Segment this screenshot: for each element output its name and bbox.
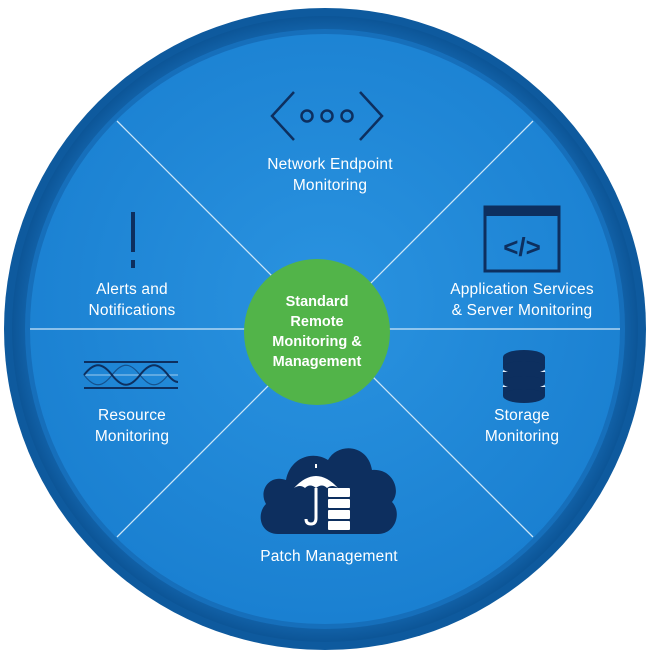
database-icon (502, 350, 546, 403)
cloud-umbrella-database-icon (260, 448, 397, 534)
center-line-3: Monitoring & (272, 334, 362, 350)
center-line-2: Remote (290, 314, 344, 330)
center-line-1: Standard (285, 294, 349, 310)
center-line-4: Management (272, 354, 362, 370)
exclamation-icon (131, 212, 135, 268)
application-services-label: Application Services & Server Monitoring (450, 281, 594, 319)
alerts-notifications-label: Alerts and Notifications (88, 281, 176, 319)
patch-management-label: Patch Management (260, 548, 398, 565)
svg-text:</>: </> (503, 232, 541, 262)
storage-monitoring-label: Storage Monitoring (484, 407, 560, 445)
resource-monitoring-label: Resource Monitoring (94, 407, 170, 445)
waveform-icon (83, 361, 179, 389)
center-hub: Standard Remote Monitoring & Management (244, 259, 390, 405)
browser-code-icon: </> (483, 205, 561, 273)
network-endpoint-label: Network Endpoint Monitoring (267, 156, 393, 194)
code-brackets-dots-icon (270, 91, 384, 141)
